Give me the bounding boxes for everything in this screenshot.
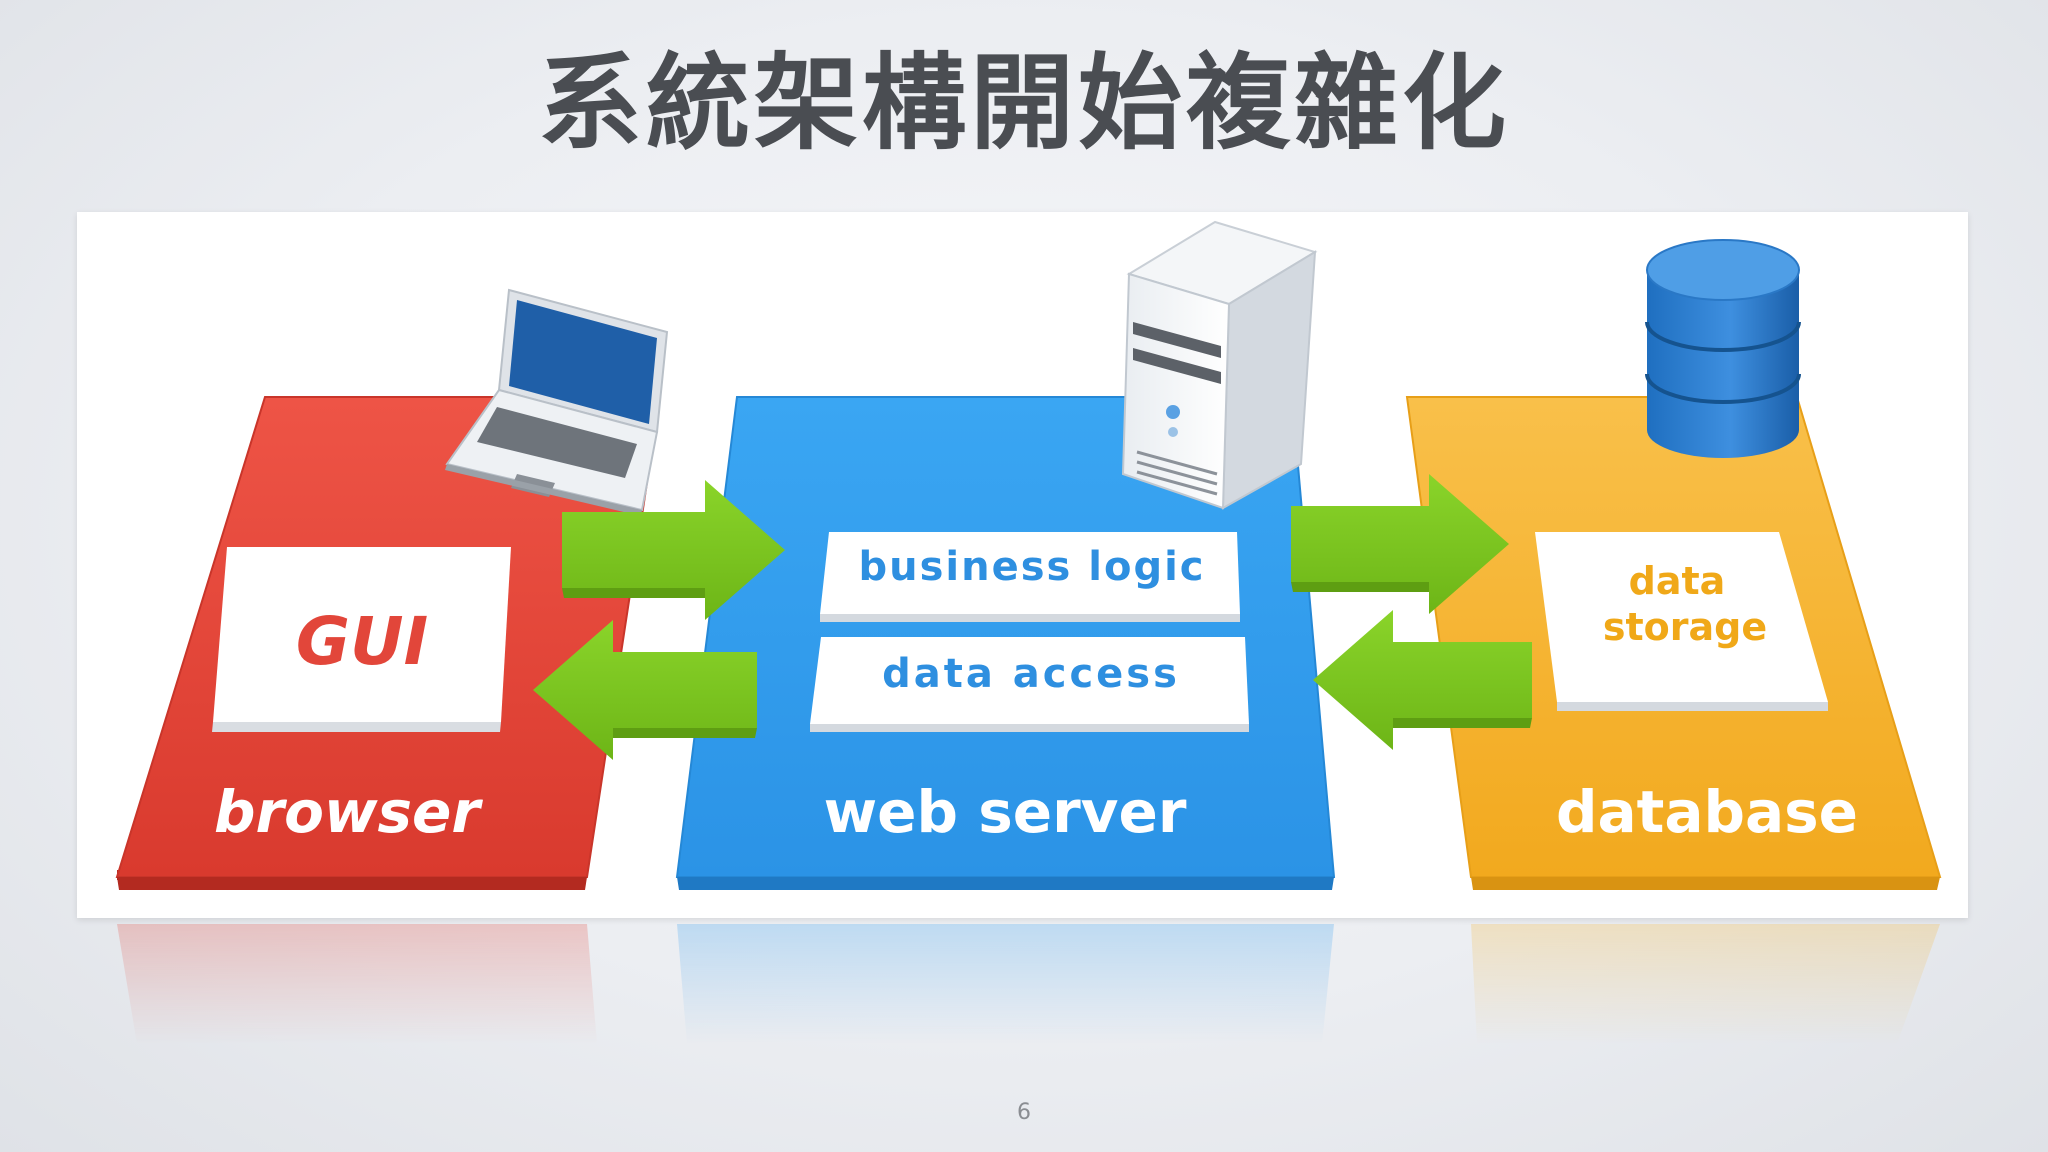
slide-title: 系統架構開始複雜化 [537,42,1510,164]
architecture-picture: GUI browser business logic [77,212,1968,918]
page-number: 6 [1017,1100,1031,1125]
business-logic-card: business logic [820,532,1240,622]
data-label: data [1629,559,1726,603]
picture-reflection [77,924,1968,1044]
browser-label: browser [214,778,483,846]
database-label: database [1556,778,1858,846]
arrow-server-to-browser [533,620,757,760]
web-server-tier: business logic data access web server [675,396,1336,890]
data-access-card: data access [810,637,1249,732]
data-storage-card: data storage [1535,532,1828,711]
arrow-browser-to-server [562,480,785,620]
business-logic-label: business logic [858,544,1205,590]
arrow-database-to-server [1313,610,1532,750]
laptop-icon [445,288,669,516]
storage-label: storage [1603,605,1767,649]
gui-card: GUI [212,547,511,732]
browser-tier: GUI browser [115,396,662,890]
server-tower-icon [1121,220,1318,510]
gui-label: GUI [296,603,428,680]
database-cylinder-icon [1645,239,1801,458]
web-server-label: web server [824,778,1187,846]
data-access-label: data access [882,651,1180,697]
arrow-server-to-database [1291,474,1509,614]
